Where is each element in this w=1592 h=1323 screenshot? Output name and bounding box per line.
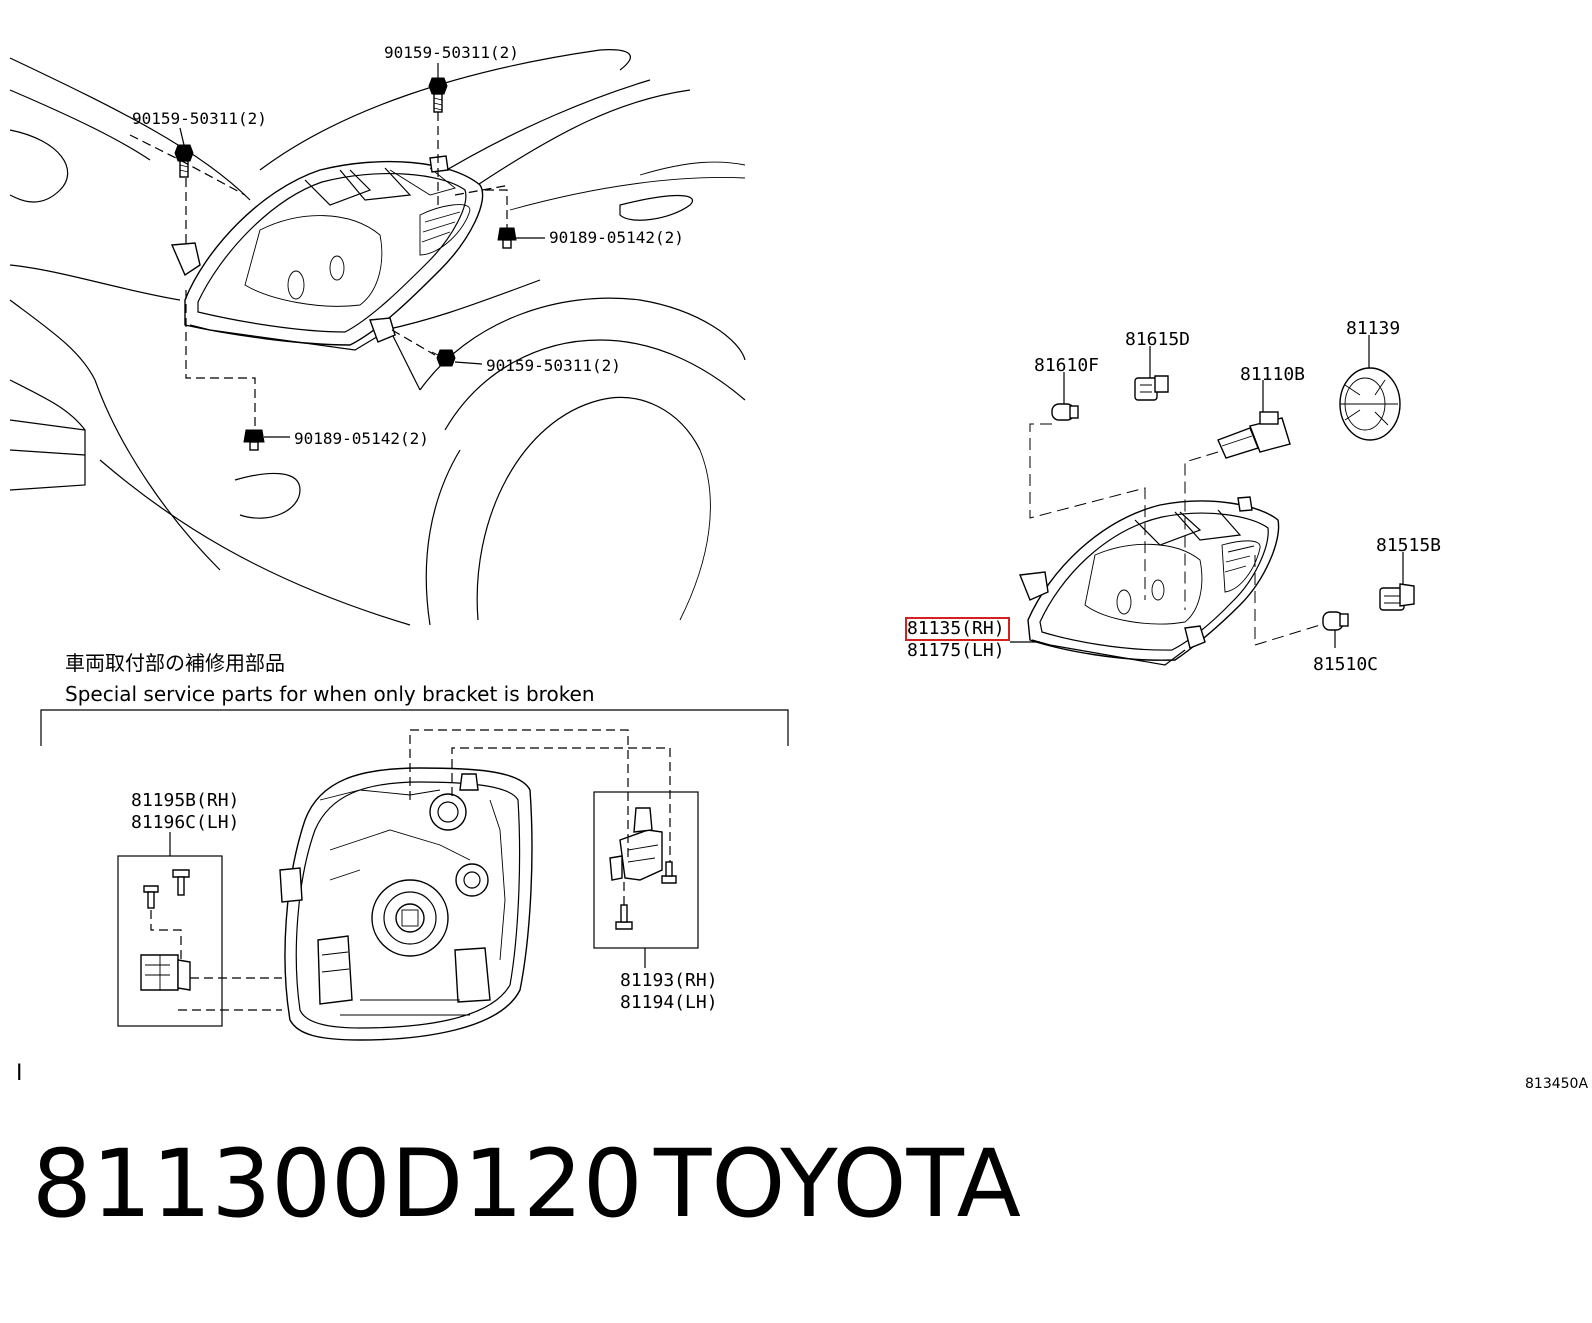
label-bolt-lower: 90159-50311(2) [486, 356, 621, 375]
headlamp-rear-view [279, 767, 533, 1041]
label-81139: 81139 [1346, 318, 1400, 339]
leader-lines-service [409, 729, 671, 862]
label-bracket-b-lh: 81194(LH) [620, 992, 718, 1013]
fastener-bolt-left [174, 144, 194, 178]
label-81515B: 81515B [1376, 535, 1441, 556]
label-clip-lower: 90189-05142(2) [294, 429, 429, 448]
label-lamp-rh: 81135(RH) [907, 618, 1005, 639]
label-bolt-left: 90159-50311(2) [132, 109, 267, 128]
diagram-code: 813450A [1525, 1076, 1588, 1092]
car-body-outline [9, 49, 746, 626]
fastener-clip-lower [243, 429, 265, 451]
label-bracket-a-lh: 81196C(LH) [131, 812, 239, 833]
bulb-81510C [1322, 611, 1349, 631]
label-clip-right: 90189-05142(2) [549, 228, 684, 247]
bracket-kit-a-box [117, 855, 223, 1027]
fastener-bolt-top [428, 77, 448, 113]
highlight-box-rh [905, 617, 1010, 641]
fastener-clip-right [497, 227, 517, 249]
bracket-kit-b-box [593, 791, 699, 949]
label-81610F: 81610F [1034, 355, 1099, 376]
service-bracket-line [40, 709, 789, 746]
footer-brand: TOYOTA [654, 1130, 1021, 1239]
bulb-81110B [1217, 411, 1291, 459]
socket-81515B [1379, 583, 1415, 611]
headlamp-exploded [1019, 496, 1280, 666]
leader-lines-car [129, 63, 545, 438]
socket-81615D [1134, 375, 1169, 401]
bracket-kit-b-parts [609, 807, 677, 930]
bulb-81610F [1051, 403, 1079, 421]
label-bracket-a-rh: 81195B(RH) [131, 790, 239, 811]
cover-81139 [1339, 367, 1401, 441]
headlamp-installed [170, 155, 484, 351]
label-81615D: 81615D [1125, 329, 1190, 350]
service-note-japanese: 車両取付部の補修用部品 [65, 651, 285, 675]
label-bolt-top: 90159-50311(2) [384, 43, 519, 62]
bracket-kit-a-parts [140, 869, 282, 1011]
label-81110B: 81110B [1240, 364, 1305, 385]
text-cursor-glyph: I [16, 1061, 23, 1086]
leader-lines-exploded [1010, 335, 1404, 648]
service-note-english: Special service parts for when only brac… [65, 682, 595, 706]
label-81510C: 81510C [1313, 654, 1378, 675]
label-bracket-b-rh: 81193(RH) [620, 970, 718, 991]
fastener-bolt-lower [431, 349, 456, 367]
label-lamp-lh: 81175(LH) [907, 640, 1005, 661]
footer-part-number: 811300D120 [32, 1130, 643, 1239]
